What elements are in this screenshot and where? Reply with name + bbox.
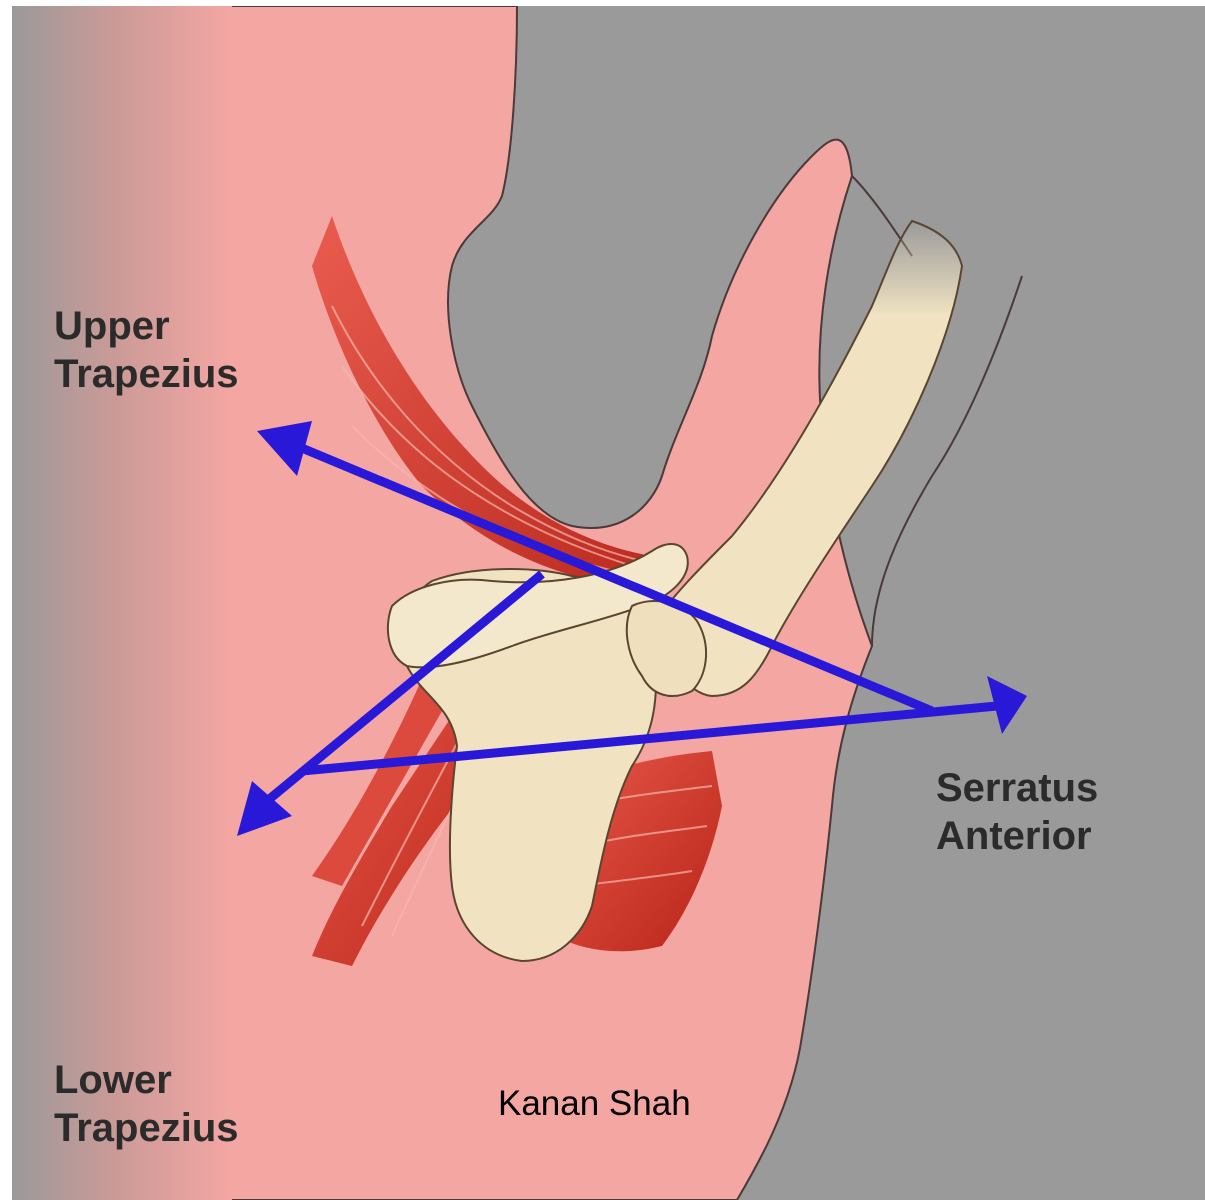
left-edge-shading [12,6,232,1200]
lower-trapezius-label-line1: Lower [54,1056,239,1104]
upper-trapezius-label: Upper Trapezius [54,302,239,398]
upper-trapezius-label-line2: Trapezius [54,350,239,398]
lower-trapezius-label: Lower Trapezius [54,1056,239,1152]
serratus-anterior-label-line1: Serratus [936,764,1098,812]
lower-trapezius-label-line2: Trapezius [54,1104,239,1152]
scapula-force-couple-diagram: Upper Trapezius Serratus Anterior Lower … [12,6,1205,1200]
author-credit: Kanan Shah [498,1084,691,1124]
diagram-illustration [12,6,1205,1200]
upper-trapezius-label-line1: Upper [54,302,239,350]
serratus-anterior-label: Serratus Anterior [936,764,1098,860]
serratus-anterior-label-line2: Anterior [936,812,1098,860]
